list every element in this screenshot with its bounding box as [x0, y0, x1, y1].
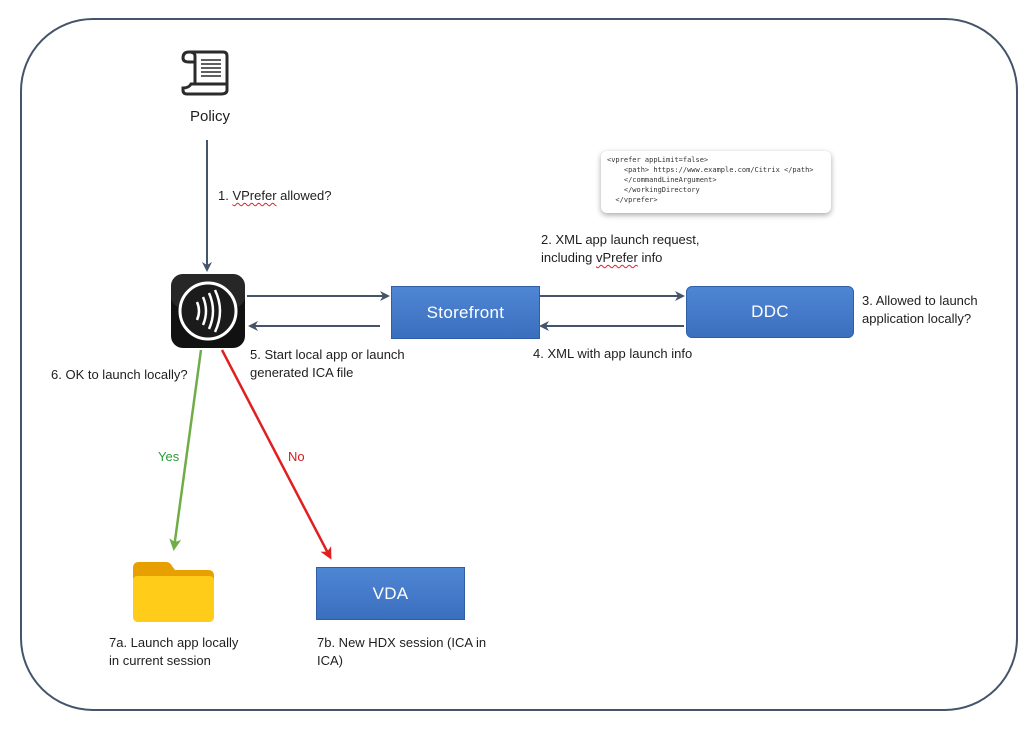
step-3-label: 3. Allowed to launch application locally…	[862, 292, 978, 328]
step-7b-label: 7b. New HDX session (ICA in ICA)	[317, 634, 486, 670]
step-3-line-2: application locally?	[862, 311, 972, 326]
step-5-line-2: generated ICA file	[250, 365, 354, 380]
step-7a-line-2: in current session	[109, 653, 211, 668]
step-2-line-2: including vPrefer info	[541, 249, 700, 267]
step-4-label: 4. XML with app launch info	[533, 346, 693, 361]
scroll-document-icon	[181, 50, 229, 96]
folder-icon	[133, 562, 214, 622]
step-2-line-1: 2. XML app launch request,	[541, 232, 700, 247]
step-2-keyword: vPrefer	[595, 250, 638, 265]
vda-box: VDA	[316, 567, 465, 620]
step-7b-line-1: 7b. New HDX session (ICA in	[317, 635, 487, 650]
arrow-no-vda	[220, 349, 332, 560]
no-label: No	[288, 449, 305, 464]
yes-label: Yes	[158, 449, 180, 464]
storefront-box: Storefront	[391, 286, 540, 339]
step-5-label: 5. Start local app or launch generated I…	[250, 346, 405, 382]
xml-line: <vprefer appLimit=false>	[607, 156, 709, 164]
step-1-suffix: allowed?	[276, 188, 332, 203]
xml-snippet-card: <vprefer appLimit=false> <path> https://…	[601, 151, 831, 213]
ddc-box: DDC	[686, 286, 854, 338]
step-5-line-1: 5. Start local app or launch	[250, 347, 405, 362]
outer-frame	[20, 18, 1018, 711]
xml-line: </workingDirectory	[607, 186, 700, 194]
step-7a-line-1: 7a. Launch app locally	[109, 635, 239, 650]
step-7a-label: 7a. Launch app locally in current sessio…	[109, 634, 238, 670]
xml-line: </vprefer>	[607, 196, 658, 204]
step-1-keyword: VPrefer	[232, 188, 277, 203]
xml-line: <path> https://www.example.com/Citrix </…	[607, 166, 814, 174]
xml-line: </commandLineArgument>	[607, 176, 717, 184]
step-2-label: 2. XML app launch request, including vPr…	[541, 231, 700, 267]
step-2-suffix: info	[637, 250, 663, 265]
step-1-prefix: 1.	[218, 188, 233, 203]
policy-label: Policy	[190, 108, 231, 125]
citrix-workspace-icon	[171, 274, 245, 348]
step-3-line-1: 3. Allowed to launch	[862, 293, 978, 308]
step-1-label: 1. VPrefer allowed?	[218, 187, 331, 205]
step-2-prefix: including	[541, 250, 596, 265]
arrow-yes-local	[169, 349, 203, 551]
step-7b-line-2: ICA)	[317, 653, 343, 668]
step-6-label: 6. OK to launch locally?	[51, 367, 188, 382]
